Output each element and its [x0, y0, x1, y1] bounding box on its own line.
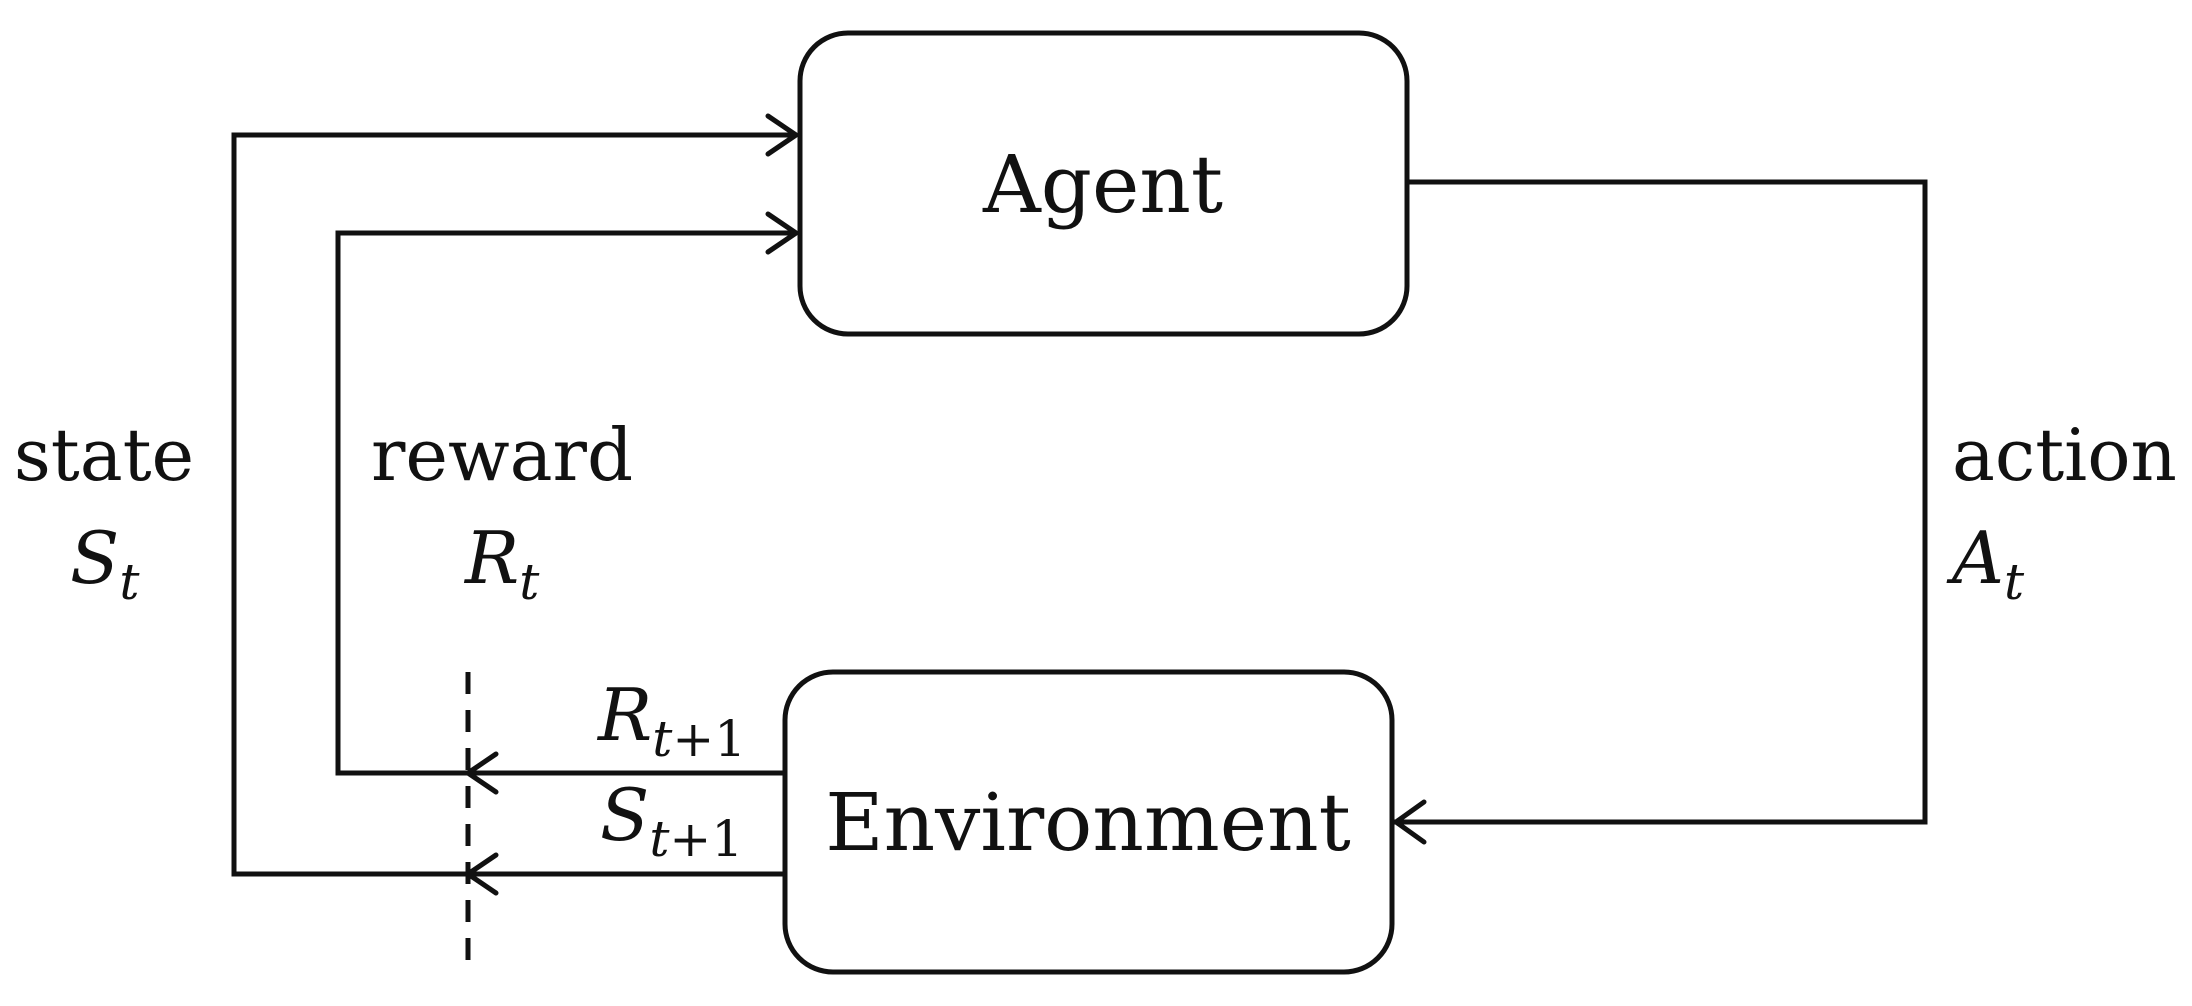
reward-line	[335, 230, 796, 776]
state-label: state St	[14, 413, 194, 611]
action-line	[1394, 179, 1928, 825]
state-line	[231, 132, 796, 877]
environment-label: Environment	[825, 776, 1351, 869]
agent-node: Agent	[797, 30, 1410, 337]
state-arrowhead	[765, 113, 799, 157]
environment-node: Environment	[782, 669, 1395, 975]
next-reward-label: Rt+1	[596, 673, 746, 768]
environment-box	[782, 669, 1395, 975]
agent-label: Agent	[982, 138, 1223, 231]
state-symbol: St	[70, 516, 140, 611]
action-symbol: At	[1946, 516, 2025, 611]
action-word: action	[1952, 413, 2177, 497]
action-arrowhead	[1393, 799, 1427, 845]
reward-word: reward	[371, 413, 633, 497]
reward-label: reward Rt	[371, 413, 633, 611]
reward-edge	[335, 211, 799, 795]
next-state-label: St+1	[600, 773, 743, 868]
action-label: action At	[1946, 413, 2177, 611]
reward-arrowhead	[765, 211, 799, 255]
state-word: state	[14, 413, 194, 497]
action-edge	[1393, 179, 1928, 845]
next-reward-arrowhead	[465, 751, 499, 795]
reward-symbol: Rt	[463, 516, 540, 611]
